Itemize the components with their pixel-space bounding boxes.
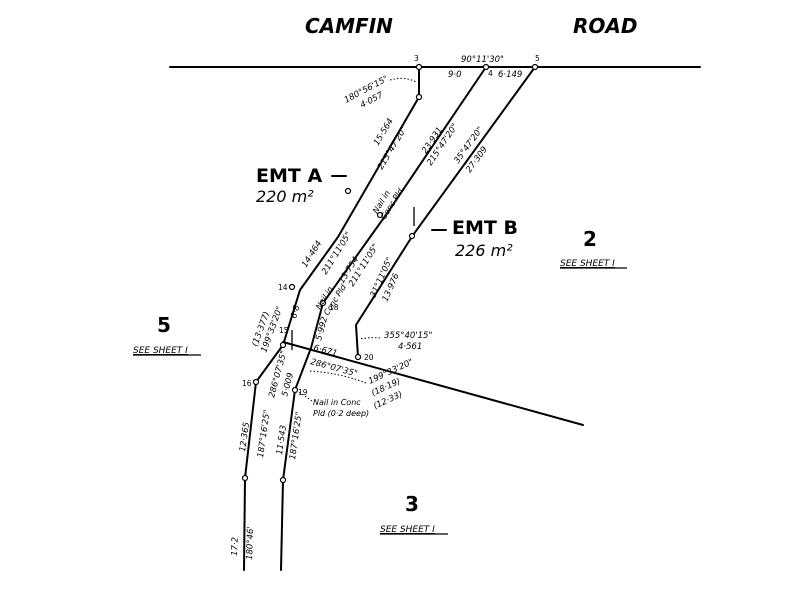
dim-l19-distance: 11·543 (275, 425, 289, 456)
marker-20 (354, 353, 362, 361)
marker-18 (319, 299, 327, 307)
point-label-16: 16 (242, 379, 252, 388)
easement-a-area: 220 m² (256, 187, 314, 206)
road-distance-2: 6·149 (498, 70, 522, 80)
point-label-5: 5 (535, 54, 540, 63)
lot-2-sheet-ref: SEE SHEET I (560, 259, 615, 269)
point-label-15: 15 (279, 326, 289, 335)
road-name-right: ROAD (573, 14, 637, 38)
boundary-line-east (354, 66, 536, 358)
dim-cross-distance: 6·671 (312, 343, 338, 359)
road-name-left: CAMFIN (305, 14, 393, 38)
road-bearing: 90°11'30" (461, 55, 504, 65)
r19-leader (309, 370, 367, 384)
boundary-line-south (282, 341, 584, 426)
easement-b-area: 226 m² (455, 241, 513, 260)
easement-b-label: EMT B (452, 217, 518, 239)
top-leader (389, 77, 417, 83)
dim-p15-distance: 6·8 (289, 304, 302, 320)
marker-5 (531, 63, 539, 71)
note-nail-3-line1: Nail in Conc (313, 398, 361, 407)
marker-b (408, 232, 416, 240)
nail-3-leader (298, 391, 313, 402)
marker-bottom-mid (279, 476, 287, 484)
marker-mid (376, 211, 384, 219)
marker-19 (291, 386, 299, 394)
easement-a-label: EMT A (256, 165, 322, 187)
point-label-18: 18 (329, 303, 339, 312)
marker-bottom-left (241, 474, 249, 482)
point-label-20: 20 (364, 353, 374, 362)
marker-4 (482, 63, 490, 71)
dim-l16-bearing: 187°16'25" (256, 409, 273, 458)
boundary-line-west (243, 66, 420, 571)
point-label-14: 14 (278, 283, 288, 292)
br-leader (359, 337, 381, 340)
road-distance-1: 9·0 (448, 70, 462, 80)
dim-bottom-distance: 17·2 (230, 537, 241, 556)
point-label-3: 3 (414, 54, 419, 63)
marker-a (344, 187, 352, 195)
marker-3 (415, 63, 423, 71)
point-label-19: 19 (298, 388, 308, 397)
marker-top (415, 93, 423, 101)
dim-br-bearing: 355°40'15" (384, 331, 432, 341)
dim-bottom-bearing: 180°46' (245, 526, 256, 560)
lot-3-number: 3 (405, 492, 419, 516)
marker-14 (288, 283, 296, 291)
dim-m3-distance: 5·992 (314, 316, 330, 342)
lot-2-number: 2 (583, 227, 597, 251)
dim-a2-distance: 14·464 (300, 239, 324, 270)
note-nail-3-line2: Pld (0·2 deep) (313, 409, 369, 418)
marker-16 (252, 378, 260, 386)
point-label-4: 4 (488, 69, 493, 78)
dim-br-distance: 4·561 (398, 342, 422, 352)
lot-5-number: 5 (157, 313, 171, 337)
lot-3-sheet-ref: SEE SHEET I (380, 525, 435, 535)
marker-15 (279, 341, 287, 349)
dim-l16-distance: 12·365 (238, 422, 252, 453)
lot-5-sheet-ref: SEE SHEET I (133, 346, 188, 356)
